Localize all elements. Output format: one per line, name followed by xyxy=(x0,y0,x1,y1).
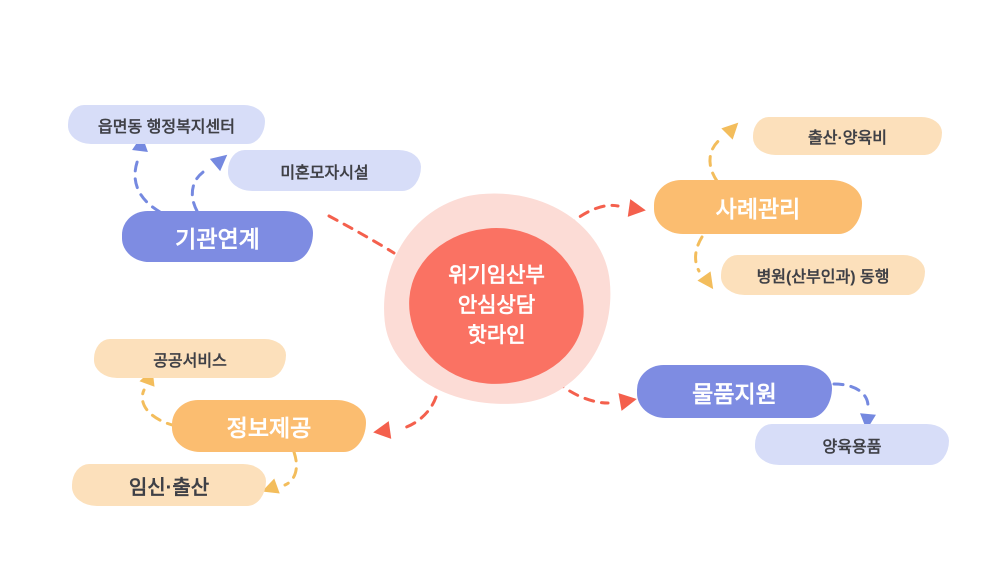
node-hospital-accompaniment: 병원(산부인과) 동행 xyxy=(721,255,925,295)
node-public-services: 공공서비스 xyxy=(94,339,286,378)
node-pregnancy-childbirth: 임신·출산 xyxy=(72,464,266,506)
node-single-mother-facility: 미혼모자시설 xyxy=(228,150,421,191)
center-hub-line-2: 안심상담 xyxy=(457,294,536,317)
node-branch-goods-support: 물품지원 xyxy=(637,365,832,418)
arrow-institution-to-single-mother-facility xyxy=(190,154,228,213)
node-branch-information: 정보제공 xyxy=(172,400,366,452)
arrow-center-to-information xyxy=(373,395,438,439)
node-township-welfare-center: 읍면동 행정복지센터 xyxy=(68,105,265,144)
node-branch-case-management: 사례관리 xyxy=(654,180,862,234)
arrow-case-to-hospital xyxy=(694,235,714,290)
center-hub-line-1: 위기임산부 xyxy=(448,264,545,287)
node-branch-institution-link: 기관연계 xyxy=(122,211,313,262)
arrow-institution-to-welfare-center xyxy=(132,135,162,214)
arrow-center-to-goods-support xyxy=(554,379,637,411)
center-hub-label: 위기임산부 안심상담 핫라인 xyxy=(409,228,584,384)
center-hub-line-3: 핫라인 xyxy=(467,324,526,347)
arrow-case-to-childbirth-cost xyxy=(708,122,739,183)
node-childcare-goods: 양육용품 xyxy=(755,424,949,465)
node-childbirth-childcare-cost: 출산·양육비 xyxy=(753,117,942,155)
